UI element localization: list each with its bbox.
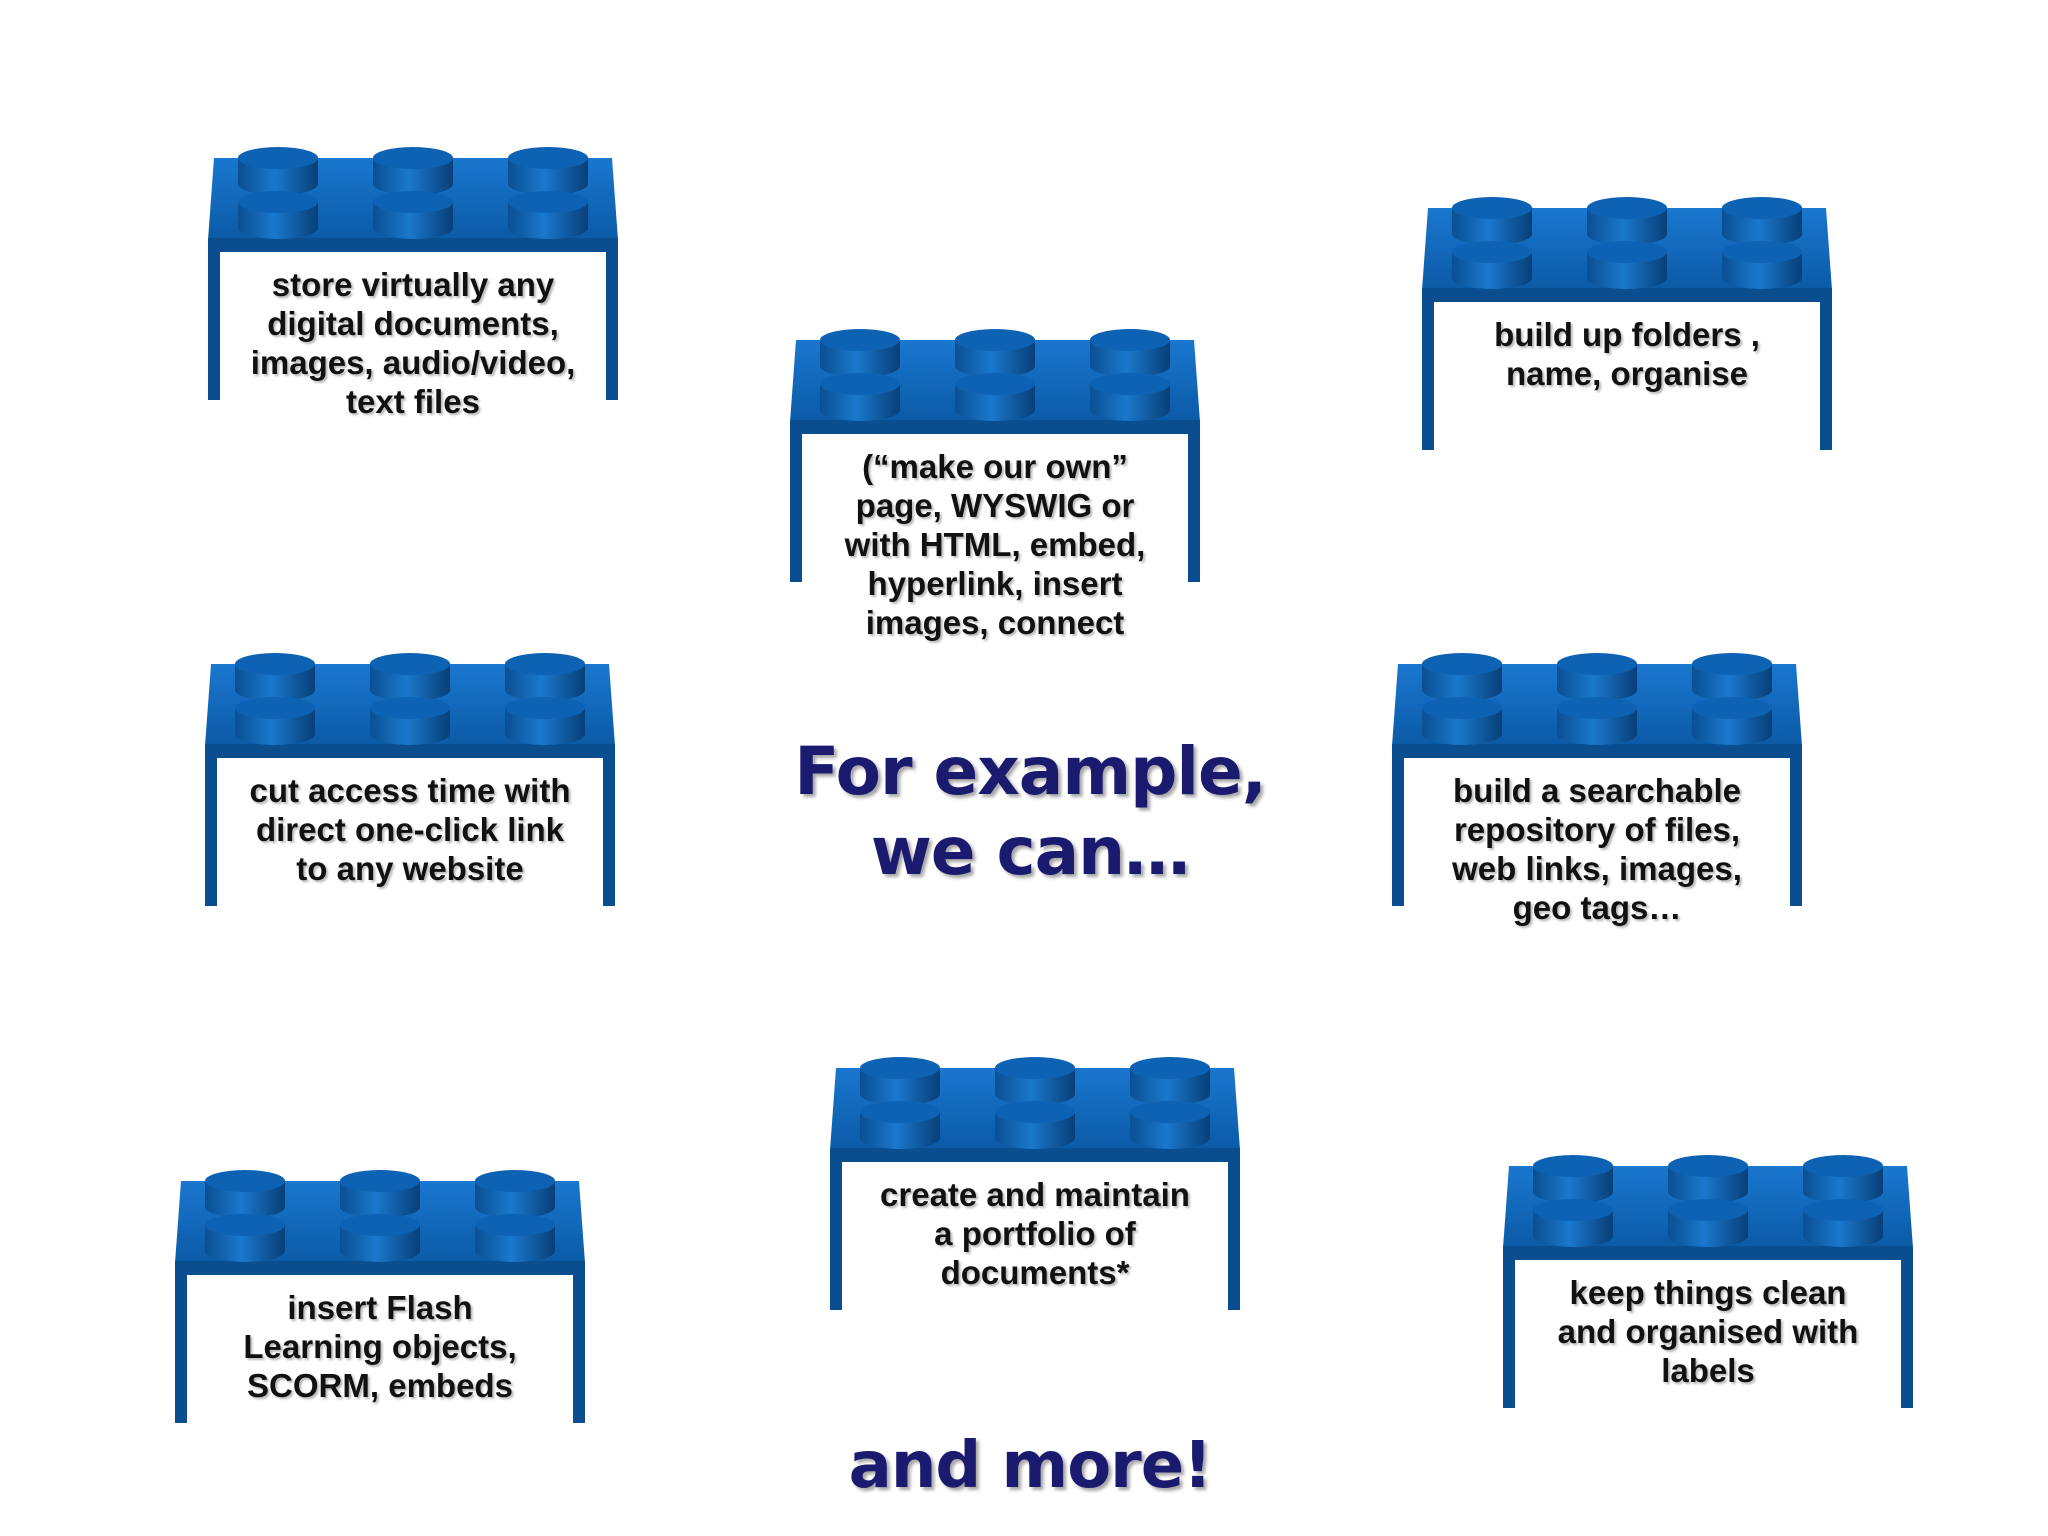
lego-brick-icon [790,329,1200,582]
lego-brick-icon [1422,197,1832,450]
lego-brick-icon [1503,1155,1913,1408]
brick-build-folders: build up folders , name, organise [1422,180,1832,450]
brick-searchable-repository: build a searchable repository of files, … [1392,636,1802,926]
footer-text: and more! [848,1429,1213,1503]
brick-keep-things-clean: keep things clean and organised with lab… [1503,1138,1913,1408]
headline: For example, we can… [794,733,1267,890]
lego-brick-icon [175,1170,585,1423]
brick-create-portfolio: create and maintain a portfolio of docum… [830,1040,1240,1310]
brick-label: insert Flash Learning objects, SCORM, em… [243,1289,517,1404]
brick-label: cut access time with direct one-click li… [249,772,571,887]
brick-label: build a searchable repository of files, … [1452,772,1742,926]
brick-label: keep things clean and organised with lab… [1557,1274,1859,1389]
brick-make-own-page: (“make our own” page, WYSWIG or with HTM… [790,312,1200,641]
lego-brick-icon [208,147,618,400]
brick-label: build up folders , name, organise [1494,316,1760,392]
lego-brick-icon [205,653,615,906]
brick-insert-flash: insert Flash Learning objects, SCORM, em… [175,1153,585,1423]
brick-label: store virtually any digital documents, i… [250,266,576,420]
brick-store-documents: store virtually any digital documents, i… [208,130,618,420]
lego-brick-icon [830,1057,1240,1310]
brick-label: (“make our own” page, WYSWIG or with HTM… [844,448,1146,641]
brick-label: create and maintain a portfolio of docum… [880,1176,1190,1291]
brick-cut-access-time: cut access time with direct one-click li… [205,636,615,906]
lego-brick-icon [1392,653,1802,906]
